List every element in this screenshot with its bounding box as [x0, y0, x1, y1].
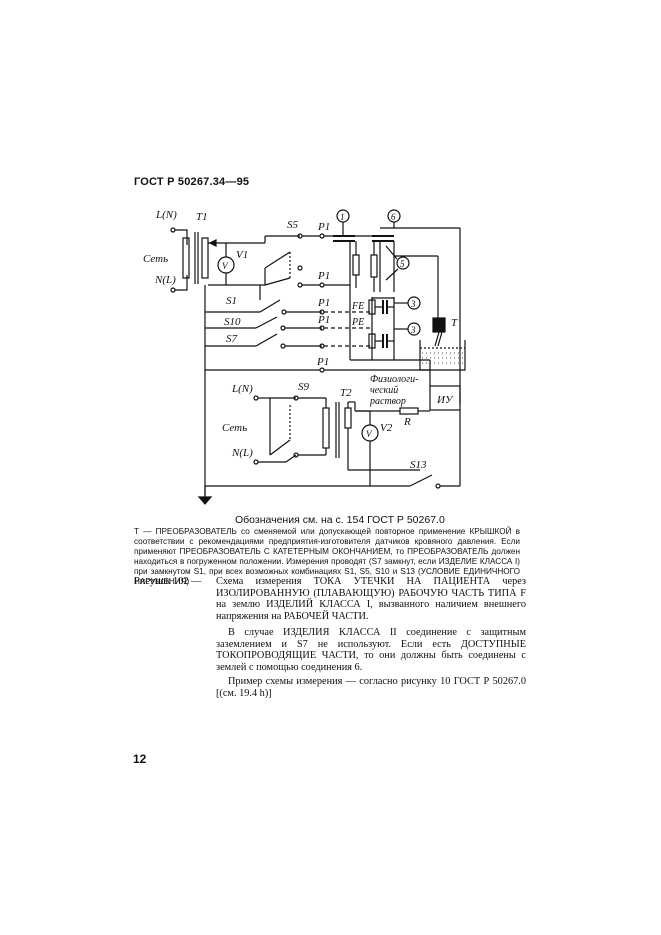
label-n-top: N(L)	[154, 274, 176, 286]
label-iu: ИУ	[436, 394, 454, 406]
figure-label: Рисунок 102 —	[134, 576, 202, 587]
callout-5-text: 5	[400, 259, 405, 269]
switch-s9	[269, 395, 326, 463]
label-t2: T2	[340, 387, 352, 399]
label-p1-d: P1	[317, 314, 330, 326]
standard-header: ГОСТ Р 50267.34—95	[134, 176, 250, 188]
label-s1: S1	[226, 295, 237, 307]
example-paragraph: Пример схемы измерения — согласно рисунк…	[216, 676, 526, 699]
label-p1-e: P1	[316, 356, 329, 368]
label-t-mark: Т	[451, 317, 458, 329]
label-r: R	[403, 416, 411, 428]
callout-6-text: 6	[391, 212, 396, 222]
designations-reference: Обозначения см. на с. 154 ГОСТ Р 50267.0	[235, 514, 445, 526]
measuring-device	[429, 385, 461, 411]
figure-caption: Рисунок 102 — Схема измерения ТОКА УТЕЧК…	[134, 576, 526, 622]
label-s13: S13	[410, 459, 427, 471]
figure-text: Схема измерения ТОКА УТЕЧКИ НА ПАЦИЕНТА …	[216, 576, 526, 622]
label-s7: S7	[226, 333, 238, 345]
voltmeter-v1-glyph: V	[222, 261, 229, 271]
page-number: 12	[133, 752, 147, 766]
switch-s1	[205, 299, 325, 315]
label-pe: PE	[351, 317, 364, 328]
transformer-t2	[322, 398, 352, 470]
label-p1-a: P1	[317, 221, 330, 233]
class-ii-paragraph: В случае ИЗДЕЛИЯ КЛАССА II соединение с …	[216, 627, 526, 673]
label-p1-b: P1	[317, 270, 330, 282]
label-l-top: L(N)	[155, 209, 177, 221]
callout-5	[396, 256, 410, 270]
resistor-r	[399, 407, 419, 415]
label-physio-1: Физиологи-	[370, 374, 418, 385]
ground-icon	[197, 486, 213, 505]
label-s5: S5	[287, 219, 299, 231]
switch-s7	[205, 333, 325, 349]
label-s10: S10	[224, 316, 241, 328]
label-set-bot: Сеть	[222, 422, 247, 434]
label-s9: S9	[298, 381, 310, 393]
solution-vessel	[419, 340, 466, 371]
label-v2: V2	[380, 422, 393, 434]
label-l-bot: L(N)	[231, 383, 253, 395]
transducer-note: Т — ПРЕОБРАЗОВАТЕЛЬ со сменяемой или доп…	[134, 527, 520, 586]
transformer-t1	[182, 232, 209, 284]
label-v1: V1	[236, 249, 248, 261]
switch-s10	[205, 316, 325, 331]
label-physio-3: раствор	[369, 396, 406, 407]
label-set-top: Сеть	[143, 253, 168, 265]
label-t1: T1	[196, 211, 208, 223]
callout-1-text: 1	[340, 212, 345, 222]
label-p1-c: P1	[317, 297, 330, 309]
label-n-bot: N(L)	[231, 447, 253, 459]
label-physio-2: ческий	[370, 385, 398, 396]
label-fe: FE	[351, 301, 364, 312]
switch-s13	[370, 410, 461, 489]
transducer	[432, 317, 446, 347]
callout-3a-text: 3	[410, 299, 416, 309]
switch-s5	[264, 233, 320, 288]
callout-3b-text: 3	[410, 325, 416, 335]
voltmeter-v2-glyph: V	[366, 429, 373, 439]
